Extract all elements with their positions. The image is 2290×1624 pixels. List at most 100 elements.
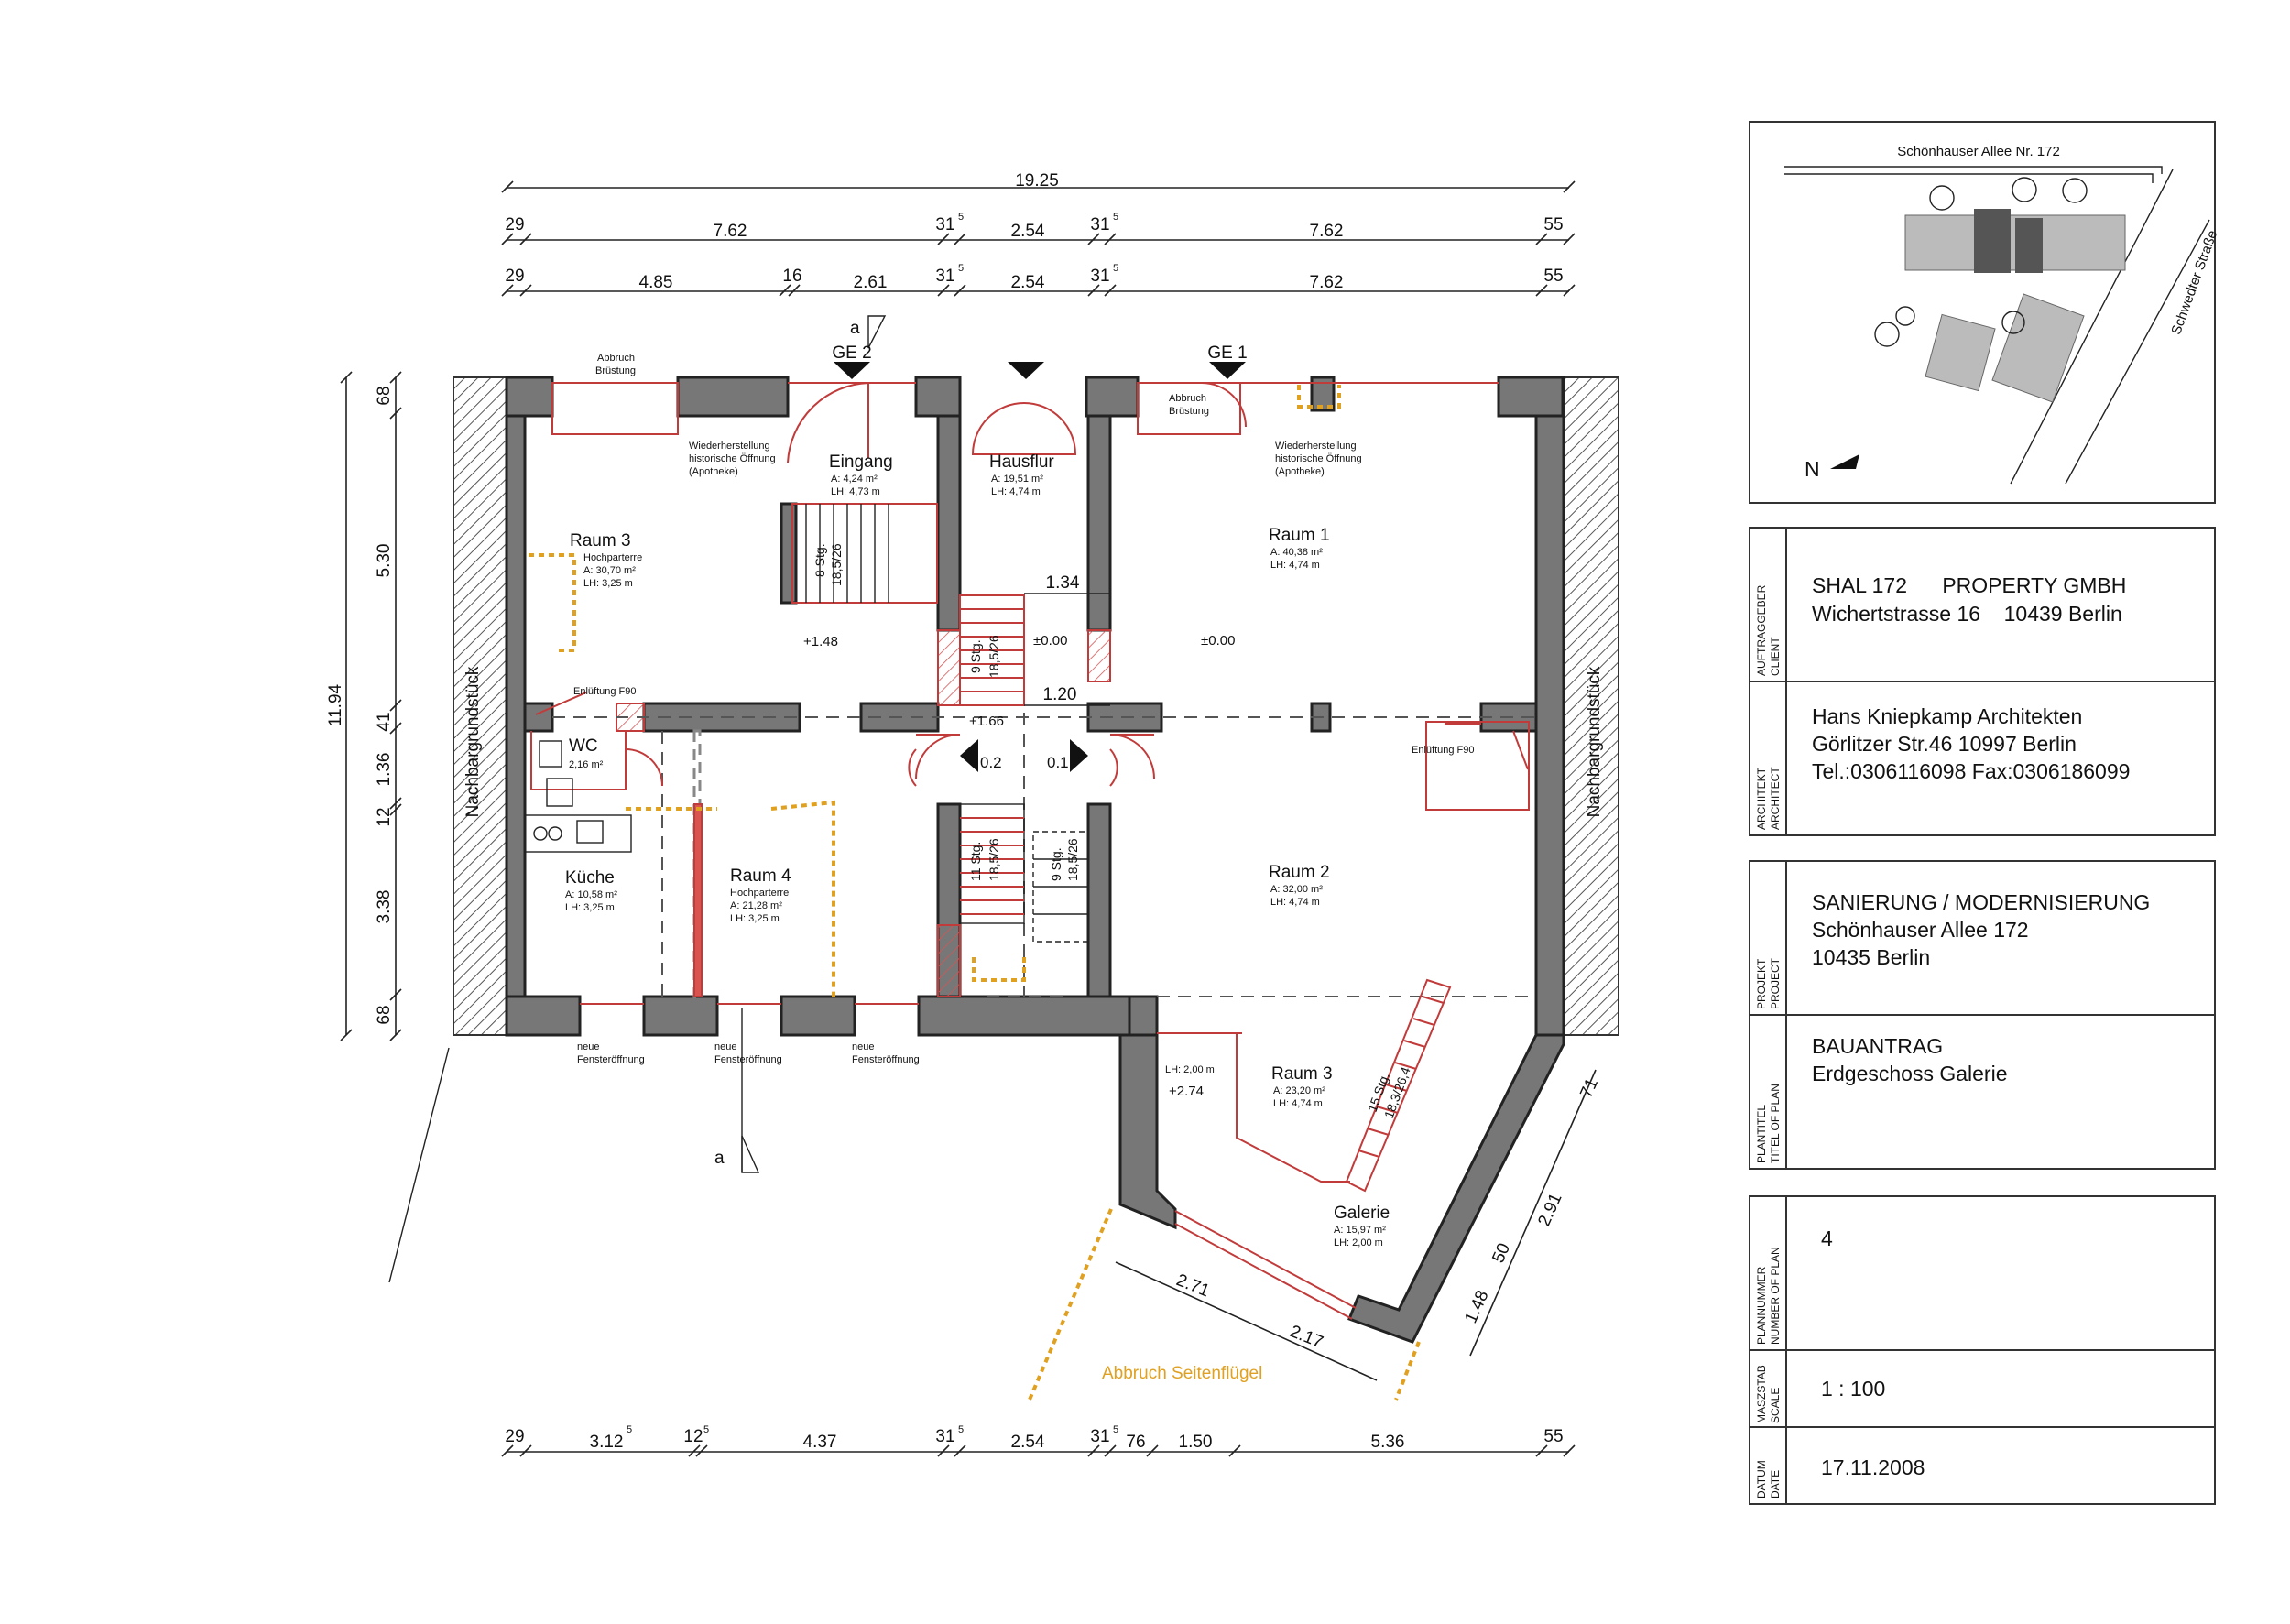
plan-text: historische Öffnung [1275, 453, 1362, 464]
plan-text: A: 32,00 m² [1270, 884, 1323, 895]
site-street-top: Schönhauser Allee Nr. 172 [1897, 144, 2060, 159]
room-raum3-hp: Raum 3 Hochparterre A: 30,70 m² LH: 3,25… [570, 531, 642, 589]
plan-text: Fensteröffnung [852, 1054, 920, 1065]
plan-text: DATUM [1755, 1460, 1768, 1499]
plan-text: (Apotheke) [689, 466, 738, 477]
plan-text: 1.50 [1179, 1433, 1213, 1452]
plan-text: LH: 3,25 m [565, 902, 615, 913]
plan-text: neue [852, 1041, 874, 1052]
dim-inner-1: 1.20 [1043, 685, 1077, 704]
plan-text: Küche [565, 868, 615, 888]
dim-row1-2: 31 [935, 215, 954, 234]
plan-text: 4.37 [803, 1433, 837, 1452]
plan-text: Schönhauser Allee 172 [1812, 918, 2029, 942]
dim-row2-5: 2.54 [1011, 273, 1045, 292]
dim-left-total: 11.94 [326, 684, 345, 727]
dim-row1-4: 31 [1090, 215, 1109, 234]
plan-text: Raum 3 [570, 531, 631, 550]
plan-text: A: 21,28 m² [730, 900, 782, 911]
room-eingang: Eingang A: 4,24 m² LH: 4,73 m [829, 452, 893, 497]
plan-text: Abbruch [597, 353, 635, 364]
plan-text: CLIENT [1769, 637, 1782, 676]
plan-text: Fensteröffnung [714, 1054, 782, 1065]
plan-text: 17.11.2008 [1821, 1455, 1925, 1479]
neighbor-wall-right [1563, 376, 1619, 1036]
plan-text: 3.12 [590, 1433, 624, 1452]
plan-text: 5.36 [1371, 1433, 1405, 1452]
neighbor-wall-left [453, 376, 509, 1036]
dim-row2-2: 16 [782, 267, 802, 286]
room-galerie: Galerie A: 15,97 m² LH: 2,00 m [1334, 1204, 1390, 1248]
plan-text: DATE [1769, 1470, 1782, 1499]
plan-text: Brüstung [1169, 406, 1209, 417]
plan-text: A: 30,70 m² [583, 565, 636, 576]
level-marks: +1.48 ±0.00 ±0.00 +1.66 0.2 0.1 +2.74 LH… [803, 633, 1235, 1099]
dim-left-5: 3.38 [375, 890, 394, 924]
plan-notes: Abbruch Brüstung Abbruch Brüstung Wieder… [573, 353, 1475, 1383]
plan-text: Hausflur [989, 452, 1054, 472]
sup: 5 [1113, 263, 1118, 274]
plan-text: 71 [1576, 1075, 1602, 1101]
plan-text: ±0.00 [1033, 633, 1067, 649]
room-raum1: Raum 1 A: 40,38 m² LH: 4,74 m [1269, 526, 1330, 571]
plan-text: 76 [1126, 1433, 1145, 1452]
plan-text: A: 23,20 m² [1273, 1085, 1325, 1096]
dim-row1-5: 7.62 [1310, 222, 1344, 241]
plan-text: LH: 3,25 m [583, 578, 633, 589]
dim-left-3: 1.36 [375, 753, 394, 787]
plan-text: neue [577, 1041, 599, 1052]
plan-text: Fensteröffnung [577, 1054, 645, 1065]
north-arrow-icon [1830, 454, 1859, 469]
room-kueche: Küche A: 10,58 m² LH: 3,25 m [565, 868, 617, 913]
demolition-orange [529, 385, 1421, 1401]
tb-architect: ARCHITEKT ARCHITECT Hans Kniepkamp Archi… [1755, 704, 2130, 830]
plan-text: 8 Stg. [812, 543, 827, 577]
plan-text: SANIERUNG / MODERNISIERUNG [1812, 890, 2150, 914]
plan-text: 18,5/26 [829, 543, 844, 586]
plan-text: NUMBER OF PLAN [1769, 1247, 1782, 1345]
dim-left-1: 5.30 [375, 544, 394, 578]
dim-left-2: 41 [375, 712, 394, 731]
plan-text: A: 40,38 m² [1270, 547, 1323, 558]
plan-text: LH: 3,25 m [730, 913, 780, 924]
room-raum2: Raum 2 A: 32,00 m² LH: 4,74 m [1269, 863, 1330, 908]
plan-text: BAUANTRAG [1812, 1034, 1943, 1058]
plan-text: 12 [683, 1427, 703, 1446]
plan-text: historische Öffnung [689, 453, 776, 464]
sup: 5 [1113, 212, 1118, 223]
plan-text: Galerie [1334, 1204, 1390, 1223]
plan-text: A: 15,97 m² [1334, 1225, 1386, 1236]
room-hausflur: Hausflur A: 19,51 m² LH: 4,74 m [989, 452, 1054, 497]
plan-text: Abbruch [1169, 393, 1206, 404]
plan-text: Raum 1 [1269, 526, 1330, 545]
plan-text: MASZSTAB [1755, 1365, 1768, 1423]
plan-text: neue [714, 1041, 736, 1052]
plan-text: Raum 3 [1271, 1064, 1333, 1084]
plan-text: Wiederherstellung [1275, 441, 1357, 452]
plan-text: LH: 2,00 m [1165, 1064, 1215, 1075]
plan-text: Tel.:0306116098 Fax:0306186099 [1812, 759, 2130, 783]
plan-text: Hochparterre [730, 888, 789, 899]
dim-row1-3: 2.54 [1011, 222, 1045, 241]
sup: 5 [958, 212, 964, 223]
plan-text: A: 4,24 m² [831, 474, 878, 485]
plan-text: Enlüftung F90 [573, 686, 637, 697]
entrance-ge2: GE 2 [832, 343, 871, 363]
doors [625, 382, 1247, 787]
plan-text: ARCHITEKT [1755, 767, 1768, 830]
plan-text: 1.48 [1461, 1288, 1492, 1326]
dim-row1-6: 55 [1543, 215, 1563, 234]
plan-text: 1 : 100 [1821, 1377, 1885, 1401]
neighbor-label-left: Nachbargrundstück [463, 666, 483, 817]
dim-row2-1: 4.85 [639, 273, 673, 292]
plan-text: LH: 4,74 m [1270, 897, 1320, 908]
plan-text: 18,5/26 [1065, 838, 1080, 881]
plan-text: LH: 4,74 m [991, 486, 1041, 497]
dimension-left: 11.94 68 5.30 41 1.36 12 3.38 68 [326, 371, 402, 1041]
plan-text: LH: 2,00 m [1334, 1237, 1383, 1248]
plan-text: 9 Stg. [1049, 847, 1063, 881]
plan-text: ±0.00 [1201, 633, 1235, 649]
plan-text: 11 Stg. [968, 842, 983, 881]
plan-text: (Apotheke) [1275, 466, 1325, 477]
